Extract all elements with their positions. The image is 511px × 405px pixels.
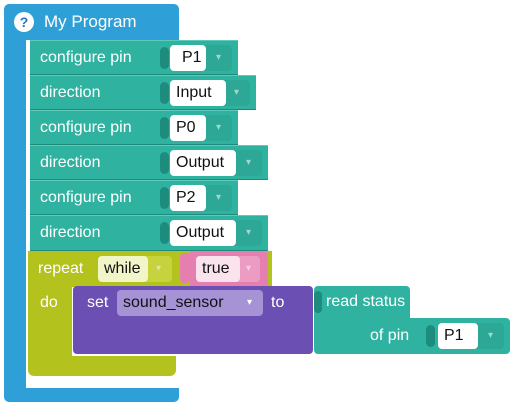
- direction-label: direction: [40, 84, 101, 101]
- read-status-label: read status: [326, 293, 406, 310]
- direction-dropdown-2[interactable]: Output ▾: [170, 150, 262, 176]
- to-label: to: [271, 294, 285, 311]
- input-socket: [160, 117, 169, 139]
- configure-pin-label: configure pin: [40, 49, 132, 66]
- chevron-down-icon: ▾: [216, 122, 222, 133]
- read-pin-dropdown[interactable]: P1 ▾: [438, 323, 504, 349]
- repeat-label: repeat: [38, 260, 84, 277]
- input-socket: [160, 222, 169, 244]
- chevron-down-icon: ▾: [156, 263, 162, 274]
- repeat-bottom: [28, 356, 176, 376]
- configure-pin-block-1[interactable]: configure pin P1 ▾: [30, 40, 238, 75]
- chevron-down-icon: ▾: [216, 52, 222, 63]
- chevron-down-icon: ▾: [216, 192, 222, 203]
- set-label: set: [87, 294, 109, 311]
- input-socket: [160, 152, 169, 174]
- direction-block-3[interactable]: direction Output ▾: [30, 215, 268, 251]
- direction-dropdown-1[interactable]: Input ▾: [170, 80, 250, 106]
- input-socket: [160, 187, 169, 209]
- configure-pin-label: configure pin: [40, 189, 132, 206]
- input-socket: [160, 82, 169, 104]
- program-title: My Program: [44, 12, 137, 31]
- read-status-block[interactable]: read status: [314, 286, 410, 318]
- pin-dropdown-3[interactable]: P2 ▾: [170, 185, 232, 211]
- logic-true-block[interactable]: true ▾: [190, 251, 268, 287]
- input-socket: [180, 253, 190, 283]
- direction-dropdown-3[interactable]: Output ▾: [170, 220, 262, 246]
- input-socket: [160, 47, 169, 69]
- chevron-down-icon: ▾: [488, 330, 494, 341]
- of-pin-label: of pin: [370, 327, 410, 344]
- chevron-down-icon: ▾: [246, 157, 252, 168]
- do-label: do: [40, 294, 58, 311]
- pin-dropdown-1[interactable]: P1 ▾: [170, 45, 232, 71]
- direction-block-2[interactable]: direction Output ▾: [30, 145, 268, 180]
- configure-pin-block-2[interactable]: configure pin P0 ▾: [30, 110, 238, 145]
- pin-dropdown-2[interactable]: P0 ▾: [170, 115, 232, 141]
- chevron-down-icon: ▾: [247, 297, 253, 308]
- direction-label: direction: [40, 224, 101, 241]
- direction-label: direction: [40, 154, 101, 171]
- chevron-down-icon: ▾: [246, 263, 252, 274]
- variable-dropdown[interactable]: sound_sensor ▾: [117, 290, 263, 316]
- repeat-mode-dropdown[interactable]: while ▾: [98, 256, 172, 282]
- chevron-down-icon: ▾: [234, 87, 240, 98]
- repeat-while-block[interactable]: repeat while ▾ true ▾: [28, 251, 272, 287]
- set-variable-block[interactable]: set sound_sensor ▾ to: [73, 286, 313, 354]
- help-icon[interactable]: ?: [14, 12, 34, 32]
- direction-block-1[interactable]: direction Input ▾: [30, 75, 256, 110]
- repeat-side: do: [28, 287, 72, 356]
- boolean-dropdown[interactable]: true ▾: [196, 256, 260, 282]
- input-socket: [426, 325, 435, 347]
- chevron-down-icon: ▾: [246, 227, 252, 238]
- configure-pin-block-3[interactable]: configure pin P2 ▾: [30, 180, 238, 215]
- input-socket: [314, 291, 322, 313]
- configure-pin-label: configure pin: [40, 119, 132, 136]
- read-status-pin-row[interactable]: of pin P1 ▾: [314, 318, 510, 354]
